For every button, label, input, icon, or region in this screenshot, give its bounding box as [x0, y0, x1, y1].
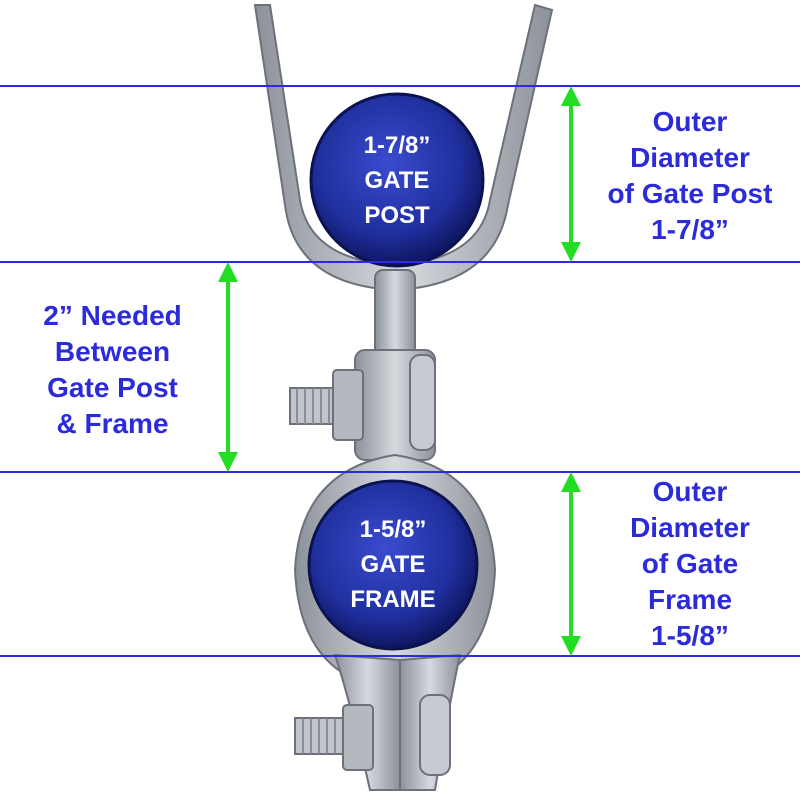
gate-frame-size: 1-5/8”	[359, 516, 427, 543]
gate-post-word-post: POST	[364, 202, 430, 229]
gap-label: 2” Needed Between Gate Post & Frame	[43, 300, 182, 439]
gate-frame-word-frame: FRAME	[350, 586, 436, 613]
gate-frame-text: 1-5/8” GATE FRAME	[318, 512, 468, 617]
lower-bolt	[294, 704, 374, 771]
post-diameter-label: Outer Diameter of Gate Post 1-7/8”	[607, 106, 773, 245]
gate-post-word-gate: GATE	[364, 167, 430, 194]
gate-post-text: 1-7/8” GATE POST	[322, 128, 472, 233]
gate-post-pipe	[309, 92, 485, 268]
hinge-stem	[354, 269, 436, 461]
frame-diameter-label: Outer Diameter of Gate Frame 1-5/8”	[630, 476, 750, 651]
gate-post-size: 1-7/8”	[363, 132, 431, 159]
post-fork-bracket	[253, 3, 554, 292]
gate-frame-pipe	[307, 479, 479, 651]
upper-bolt	[289, 369, 364, 441]
gate-frame-word-gate: GATE	[360, 551, 426, 578]
